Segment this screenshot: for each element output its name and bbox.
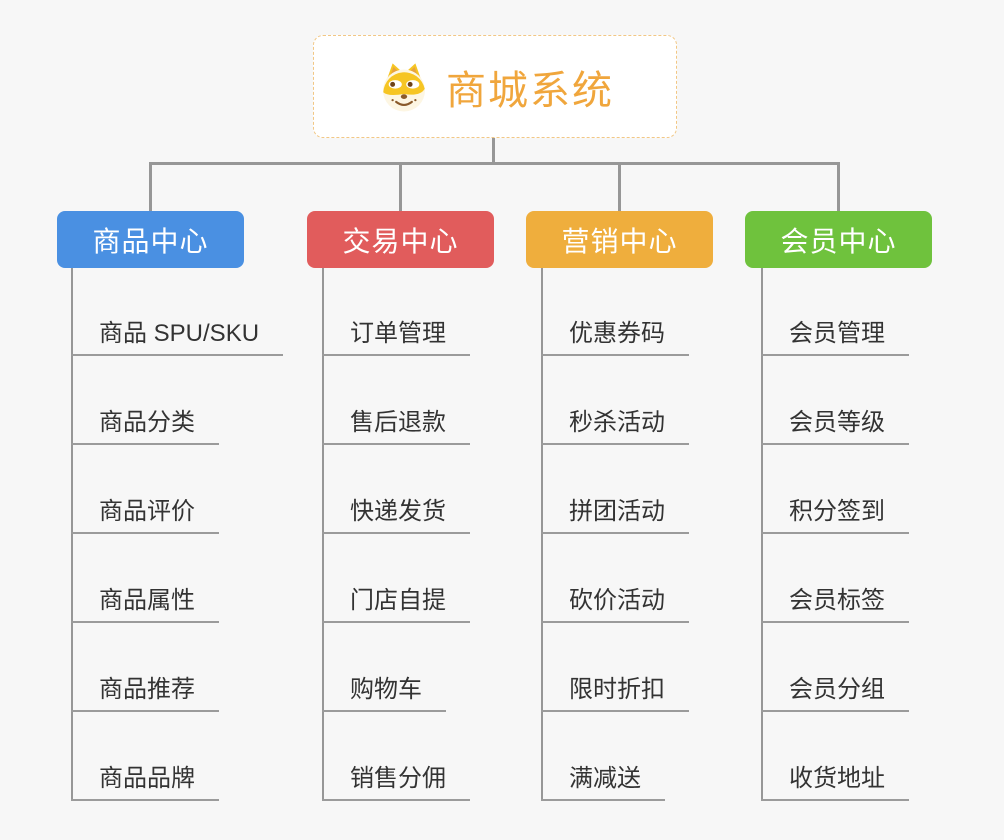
root-node-mall-system[interactable]: 商城系统 bbox=[313, 35, 677, 138]
leaf-node[interactable]: 快递发货 bbox=[322, 496, 470, 534]
leaf-node[interactable]: 砍价活动 bbox=[541, 585, 689, 623]
leaf-node[interactable]: 会员标签 bbox=[761, 585, 909, 623]
branch-box-product-center[interactable]: 商品中心 bbox=[57, 211, 244, 268]
connector-drop-marketing bbox=[618, 162, 621, 211]
connector-trunk-trade bbox=[322, 268, 324, 801]
leaf-column-trade: 订单管理 售后退款 快递发货 门店自提 购物车 销售分佣 bbox=[322, 268, 572, 808]
leaf-node[interactable]: 积分签到 bbox=[761, 496, 909, 534]
leaf-node[interactable]: 商品分类 bbox=[71, 407, 219, 445]
leaf-node[interactable]: 订单管理 bbox=[322, 318, 470, 356]
doge-icon bbox=[383, 62, 425, 111]
connector-trunk-product bbox=[71, 268, 73, 801]
leaf-node[interactable]: 限时折扣 bbox=[541, 674, 689, 712]
leaf-node[interactable]: 会员管理 bbox=[761, 318, 909, 356]
connector-horizontal-bar bbox=[149, 162, 840, 165]
branch-box-trade-center[interactable]: 交易中心 bbox=[307, 211, 494, 268]
connector-root-stem bbox=[492, 138, 495, 164]
connector-trunk-member bbox=[761, 268, 763, 801]
connector-drop-product bbox=[149, 162, 152, 211]
leaf-node[interactable]: 销售分佣 bbox=[322, 763, 470, 801]
branch-label: 交易中心 bbox=[342, 225, 459, 257]
leaf-column-member: 会员管理 会员等级 积分签到 会员标签 会员分组 收货地址 bbox=[761, 268, 1004, 808]
leaf-node[interactable]: 满减送 bbox=[541, 763, 665, 801]
leaf-column-product: 商品 SPU/SKU 商品分类 商品评价 商品属性 商品推荐 商品品牌 bbox=[71, 268, 321, 808]
root-title: 商城系统 bbox=[446, 68, 614, 113]
connector-drop-trade bbox=[399, 162, 402, 211]
leaf-node[interactable]: 商品 SPU/SKU bbox=[71, 318, 284, 356]
leaf-node[interactable]: 会员分组 bbox=[761, 674, 909, 712]
leaf-column-marketing: 优惠券码 秒杀活动 拼团活动 砍价活动 限时折扣 满减送 bbox=[541, 268, 791, 808]
leaf-node[interactable]: 售后退款 bbox=[322, 407, 470, 445]
leaf-node[interactable]: 秒杀活动 bbox=[541, 407, 689, 445]
leaf-node[interactable]: 商品评价 bbox=[71, 496, 219, 534]
leaf-node[interactable]: 商品属性 bbox=[71, 585, 219, 623]
leaf-node[interactable]: 购物车 bbox=[322, 674, 446, 712]
leaf-node[interactable]: 商品推荐 bbox=[71, 674, 219, 712]
connector-trunk-marketing bbox=[541, 268, 543, 801]
leaf-node[interactable]: 收货地址 bbox=[761, 763, 909, 801]
leaf-node[interactable]: 拼团活动 bbox=[541, 496, 689, 534]
leaf-node[interactable]: 优惠券码 bbox=[541, 318, 689, 356]
branch-label: 会员中心 bbox=[780, 225, 897, 257]
branch-label: 商品中心 bbox=[92, 225, 209, 257]
leaf-node[interactable]: 会员等级 bbox=[761, 407, 909, 445]
leaf-node[interactable]: 门店自提 bbox=[322, 585, 470, 623]
leaf-node[interactable]: 商品品牌 bbox=[71, 763, 219, 801]
branch-box-marketing-center[interactable]: 营销中心 bbox=[526, 211, 713, 268]
branch-label: 营销中心 bbox=[561, 225, 678, 257]
connector-drop-member bbox=[837, 162, 840, 211]
branch-box-member-center[interactable]: 会员中心 bbox=[745, 211, 932, 268]
